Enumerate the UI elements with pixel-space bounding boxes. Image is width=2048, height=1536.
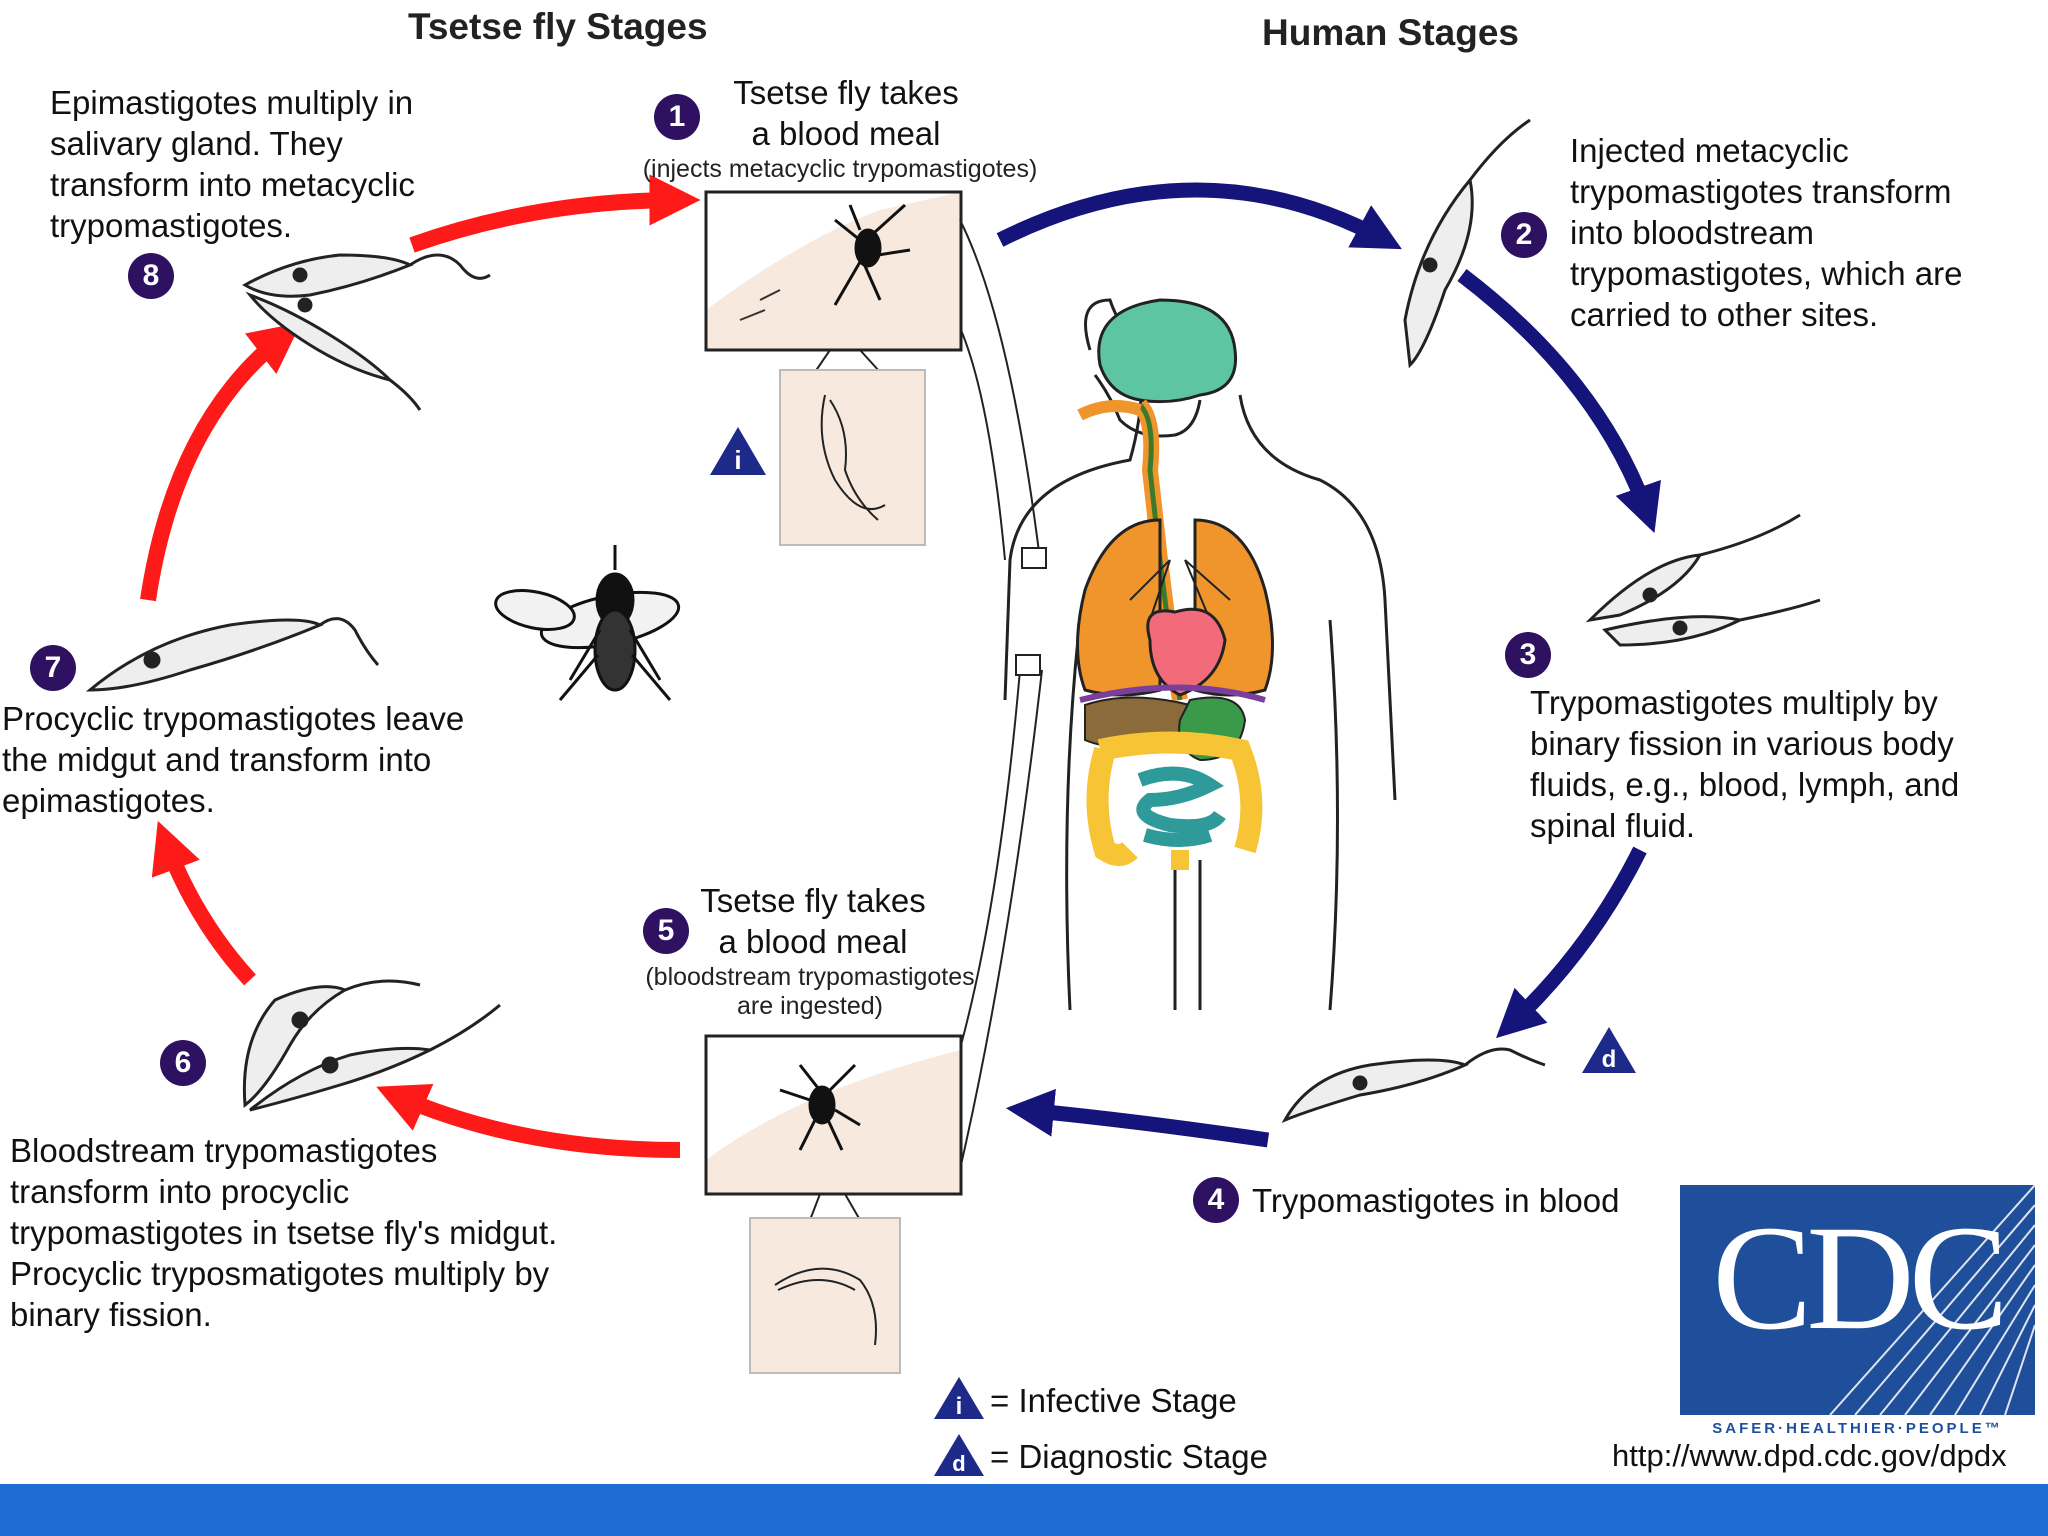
arrow-6-to-7 (151, 820, 256, 986)
stage-5-label: Tsetse fly takes a blood meal (683, 880, 943, 962)
arrow-8-to-1 (409, 174, 701, 253)
stage-1-label: Tsetse fly takes a blood meal (716, 72, 976, 154)
mosquito-fly-top (833, 203, 911, 306)
brain (1097, 298, 1238, 404)
metacyclic-inset-box (779, 369, 926, 546)
stage-5-line-2: a blood meal (718, 923, 908, 960)
stage-1-note: (injects metacyclic trypomastigotes) (642, 155, 1038, 183)
stage-8-badge: 8 (128, 253, 174, 299)
trypanosome-stage-4 (1281, 1047, 1546, 1123)
ingested-trypomastigote-box (749, 1217, 901, 1374)
stage-2-text: Injected metacyclic trypomastigotes tran… (1570, 132, 1963, 333)
tsetse-stages-header: Tsetse fly Stages (408, 6, 708, 47)
svg-text:d: d (1602, 1046, 1617, 1073)
stage-6-text: Bloodstream trypomastigotes transform in… (10, 1132, 558, 1333)
stage-5-badge: 5 (643, 908, 689, 954)
arrow-2-to-3 (1457, 269, 1661, 534)
svg-text:i: i (956, 1393, 963, 1420)
svg-text:d: d (952, 1451, 965, 1476)
body-inset-marker-upper (1021, 547, 1047, 569)
arrow-5-to-6 (376, 1083, 681, 1158)
legend-diagnostic-icon: d (934, 1434, 984, 1476)
trypanosome-stage-3 (1585, 513, 1821, 647)
diagnostic-stage-marker: d (1582, 1027, 1636, 1073)
left-lung (1076, 518, 1162, 697)
trypanosome-stage-6 (242, 979, 501, 1112)
trypanosome-stage-7 (85, 617, 380, 692)
stage-5-note-line-1: (bloodstream trypomastigotes (645, 963, 975, 991)
footer-band (0, 1484, 2048, 1536)
stage-4-text: Trypomastigotes in blood (1252, 1182, 1620, 1219)
life-cycle-diagram (85, 118, 1821, 1374)
stage-6-badge: 6 (160, 1040, 206, 1086)
body-inset-marker-lower (1015, 654, 1041, 676)
human-stages-header: Human Stages (1262, 12, 1520, 53)
stage-7-badge: 7 (30, 645, 76, 691)
source-url[interactable]: http://www.dpd.cdc.gov/dpdx (1612, 1438, 2007, 1473)
stage-1-badge: 1 (654, 94, 700, 140)
stage-1-line-2: a blood meal (751, 115, 941, 152)
cdc-tagline: SAFER·HEALTHIER·PEOPLE™ (1712, 1420, 2003, 1437)
stage-4-badge: 4 (1193, 1177, 1239, 1223)
arrow-7-to-8 (140, 322, 302, 602)
cdc-logo: CDC (1680, 1185, 2035, 1415)
stage-1-line-1: Tsetse fly takes (733, 74, 959, 111)
stage-5-note-line-2: are ingested) (737, 992, 883, 1020)
stage-3-text: Trypomastigotes multiply by binary fissi… (1530, 684, 1960, 844)
arrow-1-to-2 (996, 182, 1402, 250)
trypanosome-stage-2 (1403, 118, 1531, 369)
legend-diagnostic-label: = Diagnostic Stage (990, 1438, 1268, 1475)
large-intestine (1086, 731, 1263, 866)
stage-7-text: Procyclic trypomastigotes leave the midg… (2, 700, 465, 819)
heart (1146, 607, 1227, 697)
legend-infective-label: = Infective Stage (990, 1382, 1237, 1419)
mosquito-fly-bottom (779, 1063, 861, 1151)
arrow-4-to-5 (1005, 1088, 1270, 1148)
tsetse-fly-illustration (494, 545, 681, 701)
stage-8-text: Epimastigotes multiply in salivary gland… (50, 84, 415, 244)
arrow-3-to-4 (1495, 846, 1647, 1039)
legend-infective-icon: i (934, 1377, 984, 1420)
svg-text:i: i (734, 445, 741, 475)
stage-5-note: (bloodstream trypomastigotes are ingeste… (600, 963, 1020, 1021)
cdc-logo-letters: CDC (1712, 1195, 2008, 1361)
trypanosome-stage-8 (241, 253, 491, 411)
stage-3-badge: 3 (1505, 632, 1551, 678)
small-intestine (1136, 766, 1226, 847)
stage-5-line-1: Tsetse fly takes (700, 882, 926, 919)
stage-2-badge: 2 (1501, 212, 1547, 258)
infective-stage-marker: i (710, 427, 766, 475)
